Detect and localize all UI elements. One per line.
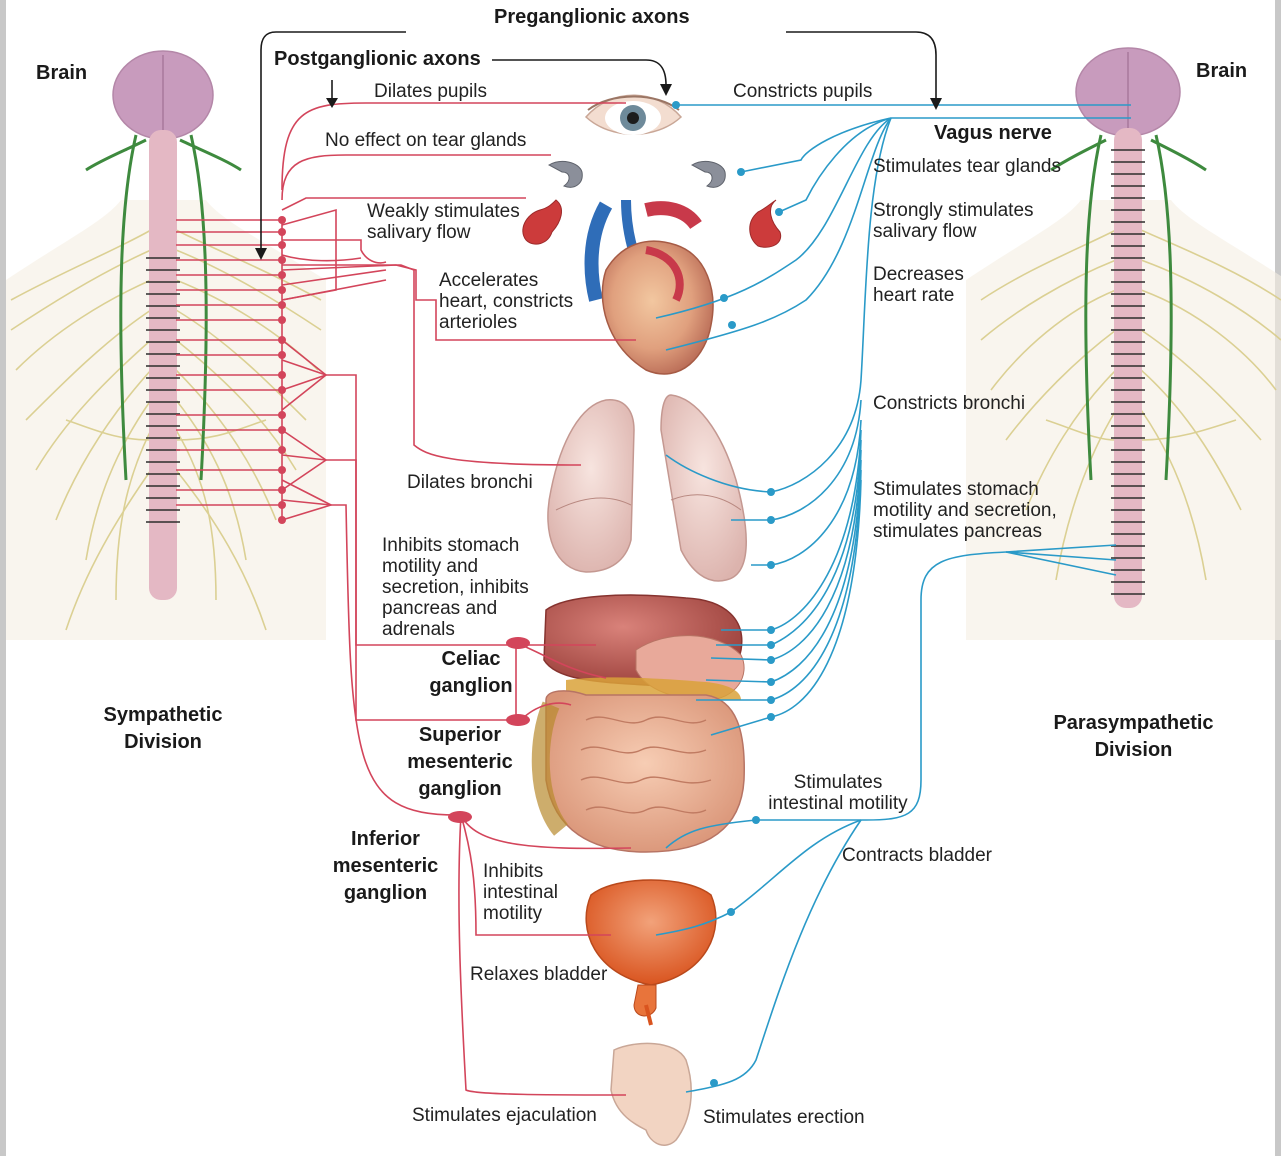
postganglionic-label: Postganglionic axons	[274, 46, 481, 73]
heart-illustration	[592, 200, 713, 374]
superior-mesenteric-ganglion-label: Superior mesenteric ganglion	[404, 722, 516, 803]
para-salivary-label: Strongly stimulates salivary flow	[873, 200, 1034, 242]
inferior-mesenteric-ganglion-label: Inferior mesenteric ganglion	[328, 826, 443, 907]
right-brain-label: Brain	[1196, 58, 1247, 85]
sym-tear-label: No effect on tear glands	[325, 130, 526, 151]
eye-illustration	[586, 95, 681, 135]
sym-heart-label: Accelerates heart, constricts arterioles	[439, 270, 573, 333]
bladder-illustration	[586, 880, 716, 1025]
sym-stomach-label: Inhibits stomach motility and secretion,…	[382, 535, 529, 640]
tear-gland-illustrations	[549, 161, 725, 187]
celiac-ganglion-label: Celiac ganglion	[421, 646, 521, 700]
para-pupils-label: Constricts pupils	[733, 81, 872, 102]
sym-genital-label: Stimulates ejaculation	[412, 1105, 597, 1126]
para-stomach-label: Stimulates stomach motility and secretio…	[873, 479, 1057, 542]
para-heart-label: Decreases heart rate	[873, 264, 964, 306]
para-genital-label: Stimulates erection	[703, 1107, 865, 1128]
autonomic-nervous-system-diagram	[6, 0, 1281, 1156]
sym-bronchi-label: Dilates bronchi	[407, 472, 533, 493]
left-brain-label: Brain	[36, 60, 87, 87]
sym-bladder-label: Relaxes bladder	[470, 964, 607, 985]
vagus-nerve-label: Vagus nerve	[934, 120, 1052, 147]
parasympathetic-division-label: Parasympathetic Division	[1046, 710, 1221, 764]
sym-intestine-label: Inhibits intestinal motility	[483, 861, 558, 924]
sympathetic-division-label: Sympathetic Division	[98, 702, 228, 756]
left-body	[6, 51, 326, 640]
para-bladder-label: Contracts bladder	[842, 845, 992, 866]
para-tear-label: Stimulates tear glands	[873, 156, 1061, 177]
preganglionic-label: Preganglionic axons	[494, 4, 690, 31]
sym-pupils-label: Dilates pupils	[374, 81, 487, 102]
sym-salivary-label: Weakly stimulates salivary flow	[367, 201, 520, 243]
lungs-illustration	[548, 395, 746, 581]
digestive-organs-illustration	[541, 595, 744, 852]
para-bronchi-label: Constricts bronchi	[873, 393, 1025, 414]
para-intestine-label: Stimulates intestinal motility	[758, 772, 918, 814]
